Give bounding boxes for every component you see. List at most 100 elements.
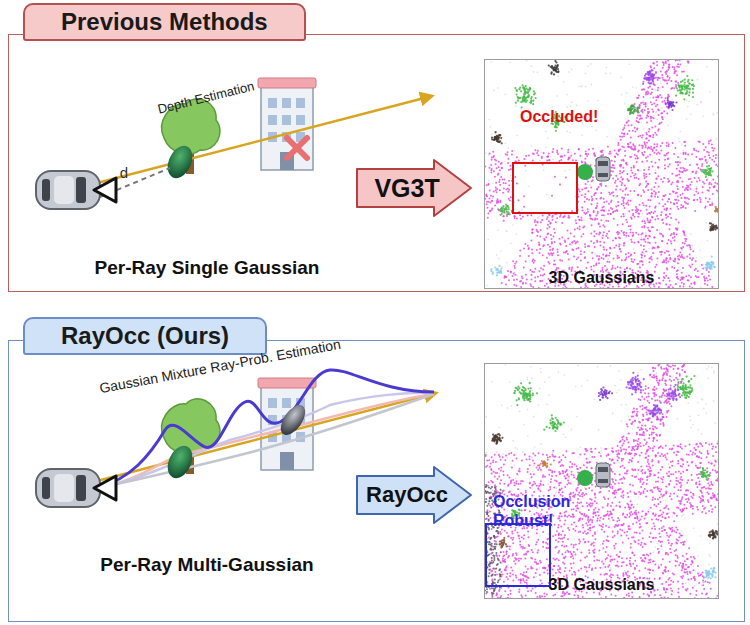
gaussian-point [608, 230, 610, 232]
gaussian-point [695, 170, 697, 172]
gaussian-point [677, 255, 679, 257]
gaussian-point [593, 235, 595, 237]
gaussian-point [584, 201, 586, 203]
gaussian-point [569, 157, 571, 159]
gaussian-point [658, 277, 660, 279]
gaussian-point [621, 203, 623, 205]
gaussian-point [646, 142, 648, 144]
gaussian-point [642, 213, 644, 215]
gaussian-point [557, 153, 559, 155]
gaussian-point [591, 180, 593, 182]
gaussian-point [539, 236, 541, 238]
gaussian-point [682, 186, 684, 188]
gaussian-point [684, 234, 686, 236]
gaussian-point [667, 125, 669, 127]
gaussian-point [667, 216, 669, 218]
gaussian-point [671, 233, 673, 235]
gaussian-point [690, 114, 692, 116]
gaussian-point [516, 278, 518, 280]
gaussian-point [715, 154, 717, 156]
gaussian-point [663, 177, 665, 179]
gaussian-point [677, 82, 679, 84]
gaussian-point [531, 274, 533, 276]
gaussian-point [627, 204, 629, 206]
gaussian-point [632, 261, 634, 263]
gaussian-point [661, 107, 663, 109]
gaussian-point [682, 242, 684, 244]
gaussian-point [653, 186, 655, 188]
gaussian-point [625, 258, 627, 260]
gaussian-point [652, 226, 654, 228]
gaussian-point [668, 143, 670, 145]
gaussian-point [713, 186, 715, 188]
gaussian-point [575, 222, 577, 224]
gaussian-point [573, 236, 575, 238]
gaussian-point [677, 164, 679, 166]
gaussian-point [661, 211, 663, 213]
gaussian-point [577, 241, 579, 243]
gaussian-point [683, 283, 685, 285]
gaussian-point [514, 267, 516, 269]
gaussian-point [651, 192, 653, 194]
gaussian-point [689, 257, 691, 259]
gaussian-point [637, 150, 639, 152]
gaussian-point [676, 233, 678, 235]
gaussian-point [716, 138, 718, 140]
gaussian-point [711, 286, 713, 288]
gaussian-point [577, 257, 579, 259]
gaussian-point [534, 149, 536, 151]
gaussian-point [591, 84, 593, 86]
gaussian-point [634, 216, 636, 218]
gaussian-point [680, 167, 682, 169]
gaussian-point [600, 210, 602, 212]
gaussian-point [651, 188, 653, 190]
gaussian-point [564, 215, 566, 217]
gaussian-point [666, 223, 668, 225]
gaussian-point [664, 159, 666, 161]
gaussian-point [626, 122, 628, 124]
gaussian-point [617, 178, 619, 180]
gaussian-point [596, 255, 598, 257]
gaussian-point [716, 190, 718, 192]
gaussian-point [527, 214, 529, 216]
gaussian-point [575, 222, 577, 224]
gaussian-point [588, 149, 590, 151]
gaussian-point [700, 169, 702, 171]
gaussian-point [691, 287, 693, 288]
gaussian-point [662, 236, 664, 238]
gaussian-point [567, 238, 569, 240]
gaussian-point [568, 71, 570, 73]
gaussian-point [621, 184, 623, 186]
gaussian-point [632, 213, 634, 215]
gaussian-point [714, 185, 716, 187]
gaussian-point [705, 197, 707, 199]
gaussian-point [663, 62, 665, 64]
gaussian-point [656, 178, 658, 180]
gaussian-point [540, 274, 542, 276]
gaussian-point [618, 246, 620, 248]
gaussian-point [642, 219, 644, 221]
gaussian-point [584, 196, 586, 198]
gaussian-point [677, 156, 679, 158]
gaussian-point [653, 117, 655, 119]
gaussian-point [664, 154, 666, 156]
gaussian-point [554, 288, 556, 289]
gaussian-point [701, 273, 703, 275]
gaussian-point [691, 264, 693, 266]
gaussian-point [664, 208, 666, 210]
gaussian-point [594, 246, 596, 248]
gaussian-point [676, 273, 678, 275]
gaussian-point [489, 152, 491, 154]
gaussian-point [660, 82, 662, 84]
gaussian-point [515, 105, 517, 107]
gaussian-point [703, 276, 705, 278]
gaussian-point [519, 250, 521, 252]
gaussian-point [605, 220, 607, 222]
gaussian-point [681, 180, 683, 182]
gaussian-point [666, 142, 668, 144]
gaussian-point [533, 262, 535, 264]
gaussian-point [682, 205, 684, 207]
gaussian-point [567, 159, 569, 161]
gaussian-point [638, 150, 640, 152]
gaussian-point [487, 207, 489, 209]
